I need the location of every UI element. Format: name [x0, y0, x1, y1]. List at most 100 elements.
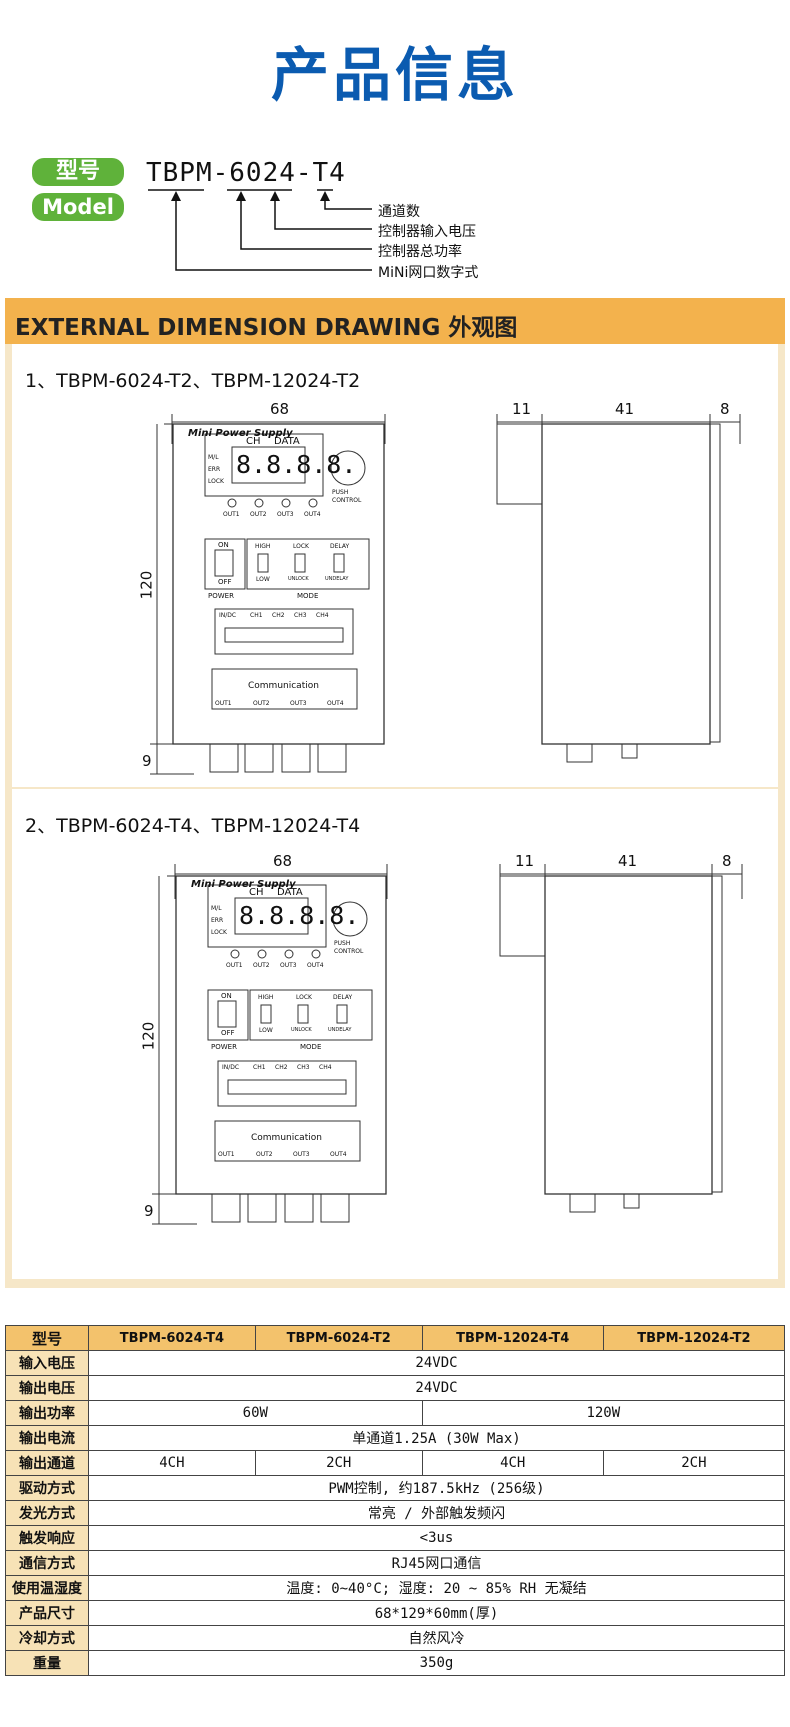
- device-off-1: OFF: [218, 578, 232, 586]
- device-communication-2: Communication: [251, 1133, 322, 1143]
- device-push-2: PUSH: [334, 940, 351, 947]
- spec-header-row: 型号 TBPM-6024-T4 TBPM-6024-T2 TBPM-12024-…: [5, 1325, 786, 1351]
- model-badge-cn: 型号: [32, 158, 124, 186]
- spec-value: 2CH: [254, 1450, 423, 1476]
- dim-side-a-2: 11: [515, 852, 535, 870]
- dim-width-2: 68: [273, 852, 293, 870]
- device-switch-high-1: HIGH: [255, 543, 271, 550]
- device-term-ch1-1: CH1: [250, 612, 263, 619]
- page-title: 产品信息: [270, 41, 519, 109]
- device-port-out3-1: OUT3: [290, 700, 307, 707]
- spec-value: RJ45网口通信: [88, 1550, 785, 1576]
- spec-value: 单通道1.25A (30W Max): [88, 1425, 785, 1451]
- spec-table: 型号 TBPM-6024-T4 TBPM-6024-T2 TBPM-12024-…: [5, 1325, 786, 1676]
- legend-mini-digital: MiNi网口数字式: [378, 265, 479, 281]
- device-port-out4-1: OUT4: [327, 700, 344, 707]
- spec-value: 温度: 0~40°C; 湿度: 20 ~ 85% RH 无凝结: [88, 1575, 785, 1601]
- device-data-label-1: DATA: [274, 436, 300, 447]
- device-switch-low-1: LOW: [256, 576, 270, 583]
- section-heading: EXTERNAL DIMENSION DRAWING 外观图: [15, 315, 518, 341]
- device-led-lock-2: LOCK: [211, 929, 227, 936]
- device-port-out2-2: OUT2: [256, 1151, 273, 1158]
- device-switch-undelay-1: UNDELAY: [325, 576, 349, 582]
- device-term-ch4-2: CH4: [319, 1064, 332, 1071]
- spec-label: 输出通道: [5, 1450, 89, 1476]
- table-row: 触发响应<3us: [5, 1525, 785, 1551]
- device-port-out3-2: OUT3: [293, 1151, 310, 1158]
- device-ch-label-2: CH: [249, 887, 264, 898]
- spec-value: 350g: [88, 1650, 785, 1676]
- spec-label: 输出电压: [5, 1375, 89, 1401]
- device-off-2: OFF: [221, 1029, 235, 1037]
- spec-header-col-4: TBPM-12024-T2: [602, 1325, 786, 1351]
- front-view-drawing-1: [150, 414, 741, 775]
- device-mode-2: MODE: [300, 1043, 322, 1051]
- spec-label: 触发响应: [5, 1525, 89, 1551]
- dim-bottom-1: 9: [142, 752, 152, 770]
- dimension-section: EXTERNAL DIMENSION DRAWING 外观图 1、TBPM-60…: [5, 298, 785, 1288]
- spec-value: 2CH: [602, 1450, 786, 1476]
- dim-side-b-2: 41: [618, 852, 638, 870]
- dim-height-2: 120: [139, 1021, 158, 1051]
- legend-channels: 通道数: [378, 204, 420, 220]
- spec-value: PWM控制, 约187.5kHz (256级): [88, 1475, 785, 1501]
- device-control-2: CONTROL: [334, 948, 364, 955]
- spec-label: 重量: [5, 1650, 89, 1676]
- spec-label: 通信方式: [5, 1550, 89, 1576]
- device-term-ch2-1: CH2: [272, 612, 285, 619]
- dim-bottom-2: 9: [144, 1202, 154, 1220]
- dim-side-c-1: 8: [720, 400, 730, 418]
- spec-label: 输出功率: [5, 1400, 89, 1426]
- dim-width-1: 68: [270, 400, 290, 418]
- device-display-2: 8.8.8.8.: [239, 901, 360, 930]
- device-led-ml-2: M/L: [211, 905, 222, 912]
- drawing-panel-1: 1、TBPM-6024-T2、TBPM-12024-T2: [12, 344, 778, 787]
- spec-value: 4CH: [421, 1450, 604, 1476]
- spec-value: 120W: [421, 1400, 786, 1426]
- device-out2-1: OUT2: [250, 511, 267, 518]
- device-push-1: PUSH: [332, 489, 349, 496]
- spec-label: 使用温湿度: [5, 1575, 89, 1601]
- dim-height-1: 120: [137, 570, 156, 600]
- table-row: 输出电流单通道1.25A (30W Max): [5, 1425, 785, 1451]
- device-switch-delay-2: DELAY: [333, 994, 353, 1001]
- model-code: TBPM-6024-T4: [146, 158, 346, 188]
- device-term-indc-2: IN/DC: [222, 1064, 240, 1071]
- device-out3-1: OUT3: [277, 511, 294, 518]
- spec-label: 驱动方式: [5, 1475, 89, 1501]
- device-led-err-1: ERR: [208, 466, 221, 473]
- spec-header-col-2: TBPM-6024-T2: [254, 1325, 423, 1351]
- dim-side-c-2: 8: [722, 852, 732, 870]
- section-heading-bar: EXTERNAL DIMENSION DRAWING 外观图: [5, 298, 785, 344]
- spec-value: 24VDC: [88, 1375, 785, 1401]
- spec-value: 4CH: [88, 1450, 256, 1476]
- table-row: 发光方式常亮 / 外部触发频闪: [5, 1500, 785, 1526]
- spec-value: 60W: [88, 1400, 423, 1426]
- legend-input-voltage: 控制器输入电压: [378, 224, 476, 240]
- spec-label: 冷却方式: [5, 1625, 89, 1651]
- model-badge-en: Model: [32, 193, 124, 221]
- device-port-out1-1: OUT1: [215, 700, 232, 707]
- drawing-panel-2: 2、TBPM-6024-T4、TBPM-12024-T4: [12, 789, 778, 1279]
- device-power-1: POWER: [208, 592, 234, 600]
- device-out1-1: OUT1: [223, 511, 240, 518]
- spec-label: 输入电压: [5, 1350, 89, 1376]
- table-row: 使用温湿度温度: 0~40°C; 湿度: 20 ~ 85% RH 无凝结: [5, 1575, 785, 1601]
- device-switch-unlock-1: UNLOCK: [288, 576, 309, 582]
- device-out4-1: OUT4: [304, 511, 321, 518]
- device-switch-unlock-2: UNLOCK: [291, 1027, 312, 1033]
- table-row: 冷却方式自然风冷: [5, 1625, 785, 1651]
- device-ch-label-1: CH: [246, 436, 261, 447]
- device-term-ch3-1: CH3: [294, 612, 307, 619]
- spec-value: <3us: [88, 1525, 785, 1551]
- device-power-2: POWER: [211, 1043, 237, 1051]
- spec-label: 发光方式: [5, 1500, 89, 1526]
- front-view-drawing-2: [152, 864, 743, 1225]
- device-switch-delay-1: DELAY: [330, 543, 350, 550]
